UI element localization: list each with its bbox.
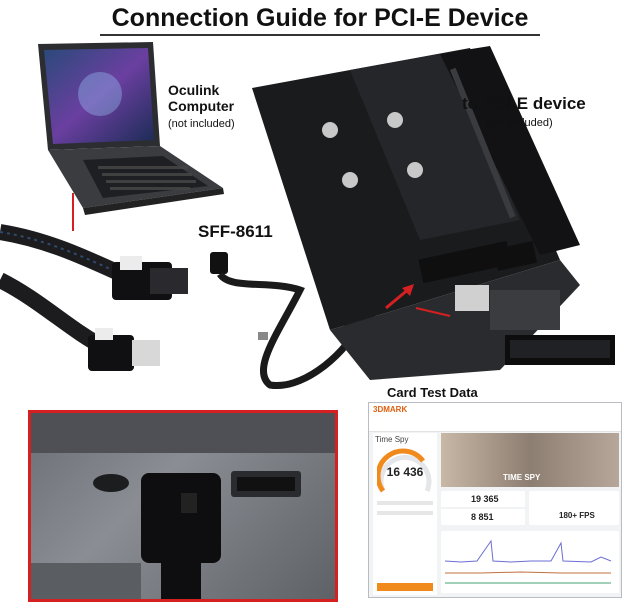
app-logo: 3DMARK xyxy=(373,405,408,414)
fps-box: 180+ FPS xyxy=(529,491,619,525)
arrow-to-board xyxy=(385,284,451,317)
page-title: Connection Guide for PCI-E Device xyxy=(111,4,529,32)
card-test-label: Card Test Data xyxy=(387,385,478,400)
benchmark-titlebar: 3DMARK xyxy=(369,403,621,418)
benchmark-toolbar xyxy=(369,417,621,432)
overall-score: 16 436 xyxy=(386,465,424,479)
title-underline xyxy=(100,34,540,36)
cable-label: SFF-8611 xyxy=(198,222,273,241)
computer-note: (not included) xyxy=(168,118,235,130)
laptop-pointer-line xyxy=(72,193,74,231)
cpu-score-box: 8 851 xyxy=(441,509,525,525)
port-closeup-drawing xyxy=(31,413,335,599)
fps-value: 180+ FPS xyxy=(559,511,595,520)
graphics-score: 19 365 xyxy=(471,494,499,504)
pcie-note: (not included) xyxy=(486,117,553,129)
sff-cable-left-image xyxy=(0,224,188,371)
computer-label-line1: Oculink xyxy=(168,82,220,98)
pcie-label: to PCI-E device xyxy=(462,94,586,113)
graphics-score-box: 19 365 xyxy=(441,491,525,507)
benchmark-screenshot: 3DMARK Time Spy 16 436 TIME SPY 19 365 8… xyxy=(368,402,622,598)
banner-text: TIME SPY xyxy=(503,473,541,482)
port-closeup-image xyxy=(28,410,338,602)
run-button[interactable] xyxy=(377,583,433,591)
pcie-adapter-board-image xyxy=(252,46,615,380)
score-panel: Time Spy 16 436 xyxy=(373,433,437,595)
computer-label-line2: Computer xyxy=(168,98,235,114)
monitoring-chart xyxy=(441,531,619,593)
cpu-score: 8 851 xyxy=(471,512,494,522)
test-name: Time Spy xyxy=(375,435,409,444)
oculink-laptop-image xyxy=(38,42,224,215)
score-gauge xyxy=(377,448,432,493)
time-spy-banner: TIME SPY xyxy=(441,433,619,487)
